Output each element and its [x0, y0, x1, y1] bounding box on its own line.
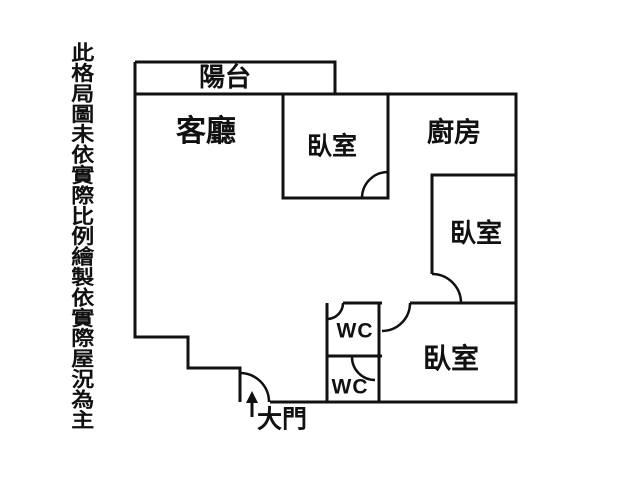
- balcony-wall: [135, 60, 337, 94]
- kitchen-label: 廚房: [427, 117, 481, 148]
- bedroom-bottom-label: 臥室: [422, 343, 480, 374]
- living-room-label: 客廳: [176, 115, 236, 148]
- door-arc-bedroom-top: [360, 170, 389, 199]
- door-arc-wc-lower: [350, 356, 376, 382]
- entrance-arrow-icon: [246, 391, 258, 417]
- disclaimer-text: 此格局圖未依實際比例繪製依實際屋況為主: [67, 42, 93, 430]
- wc-upper-label: WC: [336, 319, 374, 343]
- bedroom-top-label: 臥室: [306, 132, 358, 161]
- bedroom-right-wall: [430, 173, 516, 274]
- door-arc-bedroom-right: [431, 272, 463, 304]
- door-arc-wc-upper: [326, 302, 345, 321]
- bedroom-right-label: 臥室: [449, 218, 503, 248]
- balcony-label: 陽台: [198, 62, 252, 92]
- bedroom-top-wall: [281, 94, 390, 200]
- door-arc-entrance: [239, 371, 271, 403]
- entrance-label: 大門: [256, 405, 308, 434]
- door-arc-bedroom-bottom: [381, 302, 412, 333]
- wc-lower-label: WC: [331, 375, 369, 399]
